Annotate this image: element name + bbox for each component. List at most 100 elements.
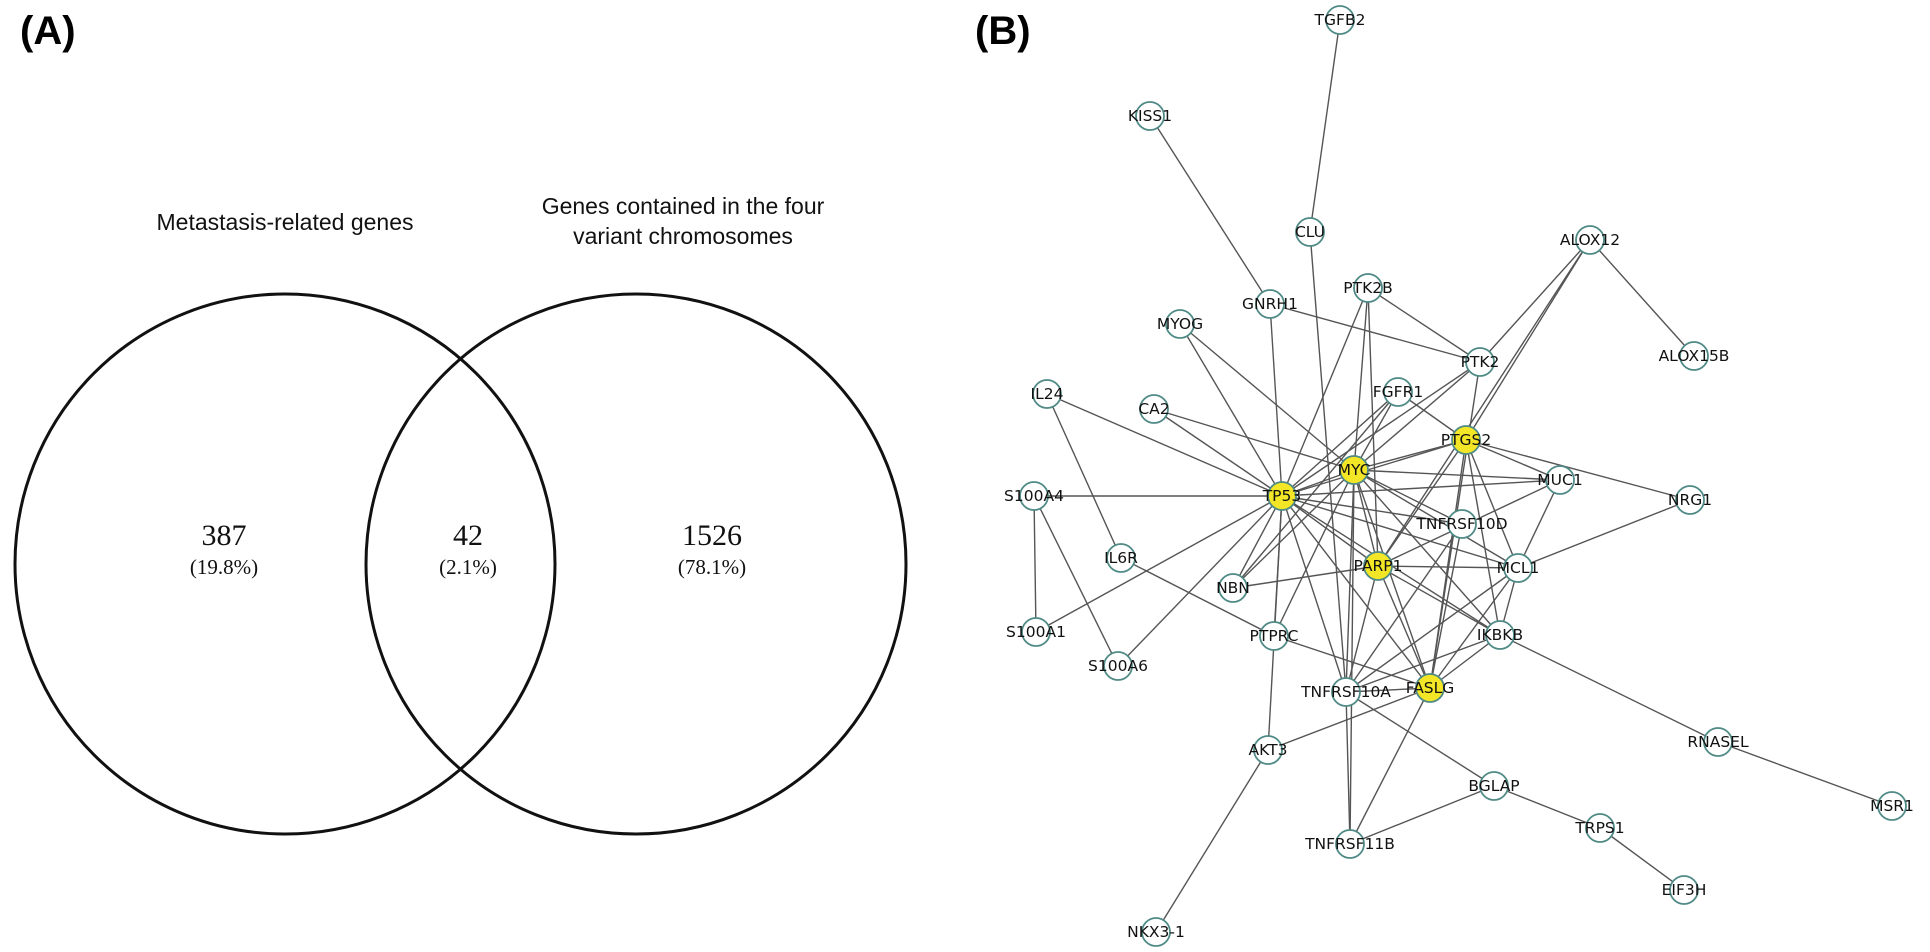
edge-myc-mcl1 bbox=[1353, 469, 1519, 569]
edge-mcl1-faslg bbox=[1429, 567, 1519, 689]
edge-tnfrsf10d-faslg bbox=[1429, 523, 1463, 689]
node-rnasel: RNASEL bbox=[1687, 727, 1749, 757]
edge-bglap-trps1 bbox=[1493, 785, 1601, 829]
node-label: TNFRSF10D bbox=[1415, 515, 1507, 533]
node-label: RNASEL bbox=[1687, 733, 1749, 751]
edge-mcl1-nrg1 bbox=[1517, 499, 1691, 569]
edge-alox12-ptk2 bbox=[1479, 239, 1591, 363]
edge-alox12-alox15b bbox=[1589, 239, 1695, 357]
edge-ptgs2-faslg bbox=[1429, 439, 1467, 689]
edge-mcl1-tnfrsf10a bbox=[1345, 567, 1519, 693]
node-ptprc: PTPRC bbox=[1250, 621, 1299, 651]
node-label: S100A4 bbox=[1004, 487, 1064, 505]
node-circle bbox=[1255, 289, 1285, 319]
node-circle bbox=[1703, 727, 1733, 757]
edge-parp1-ikbkb bbox=[1377, 565, 1501, 636]
node-circle bbox=[1135, 101, 1165, 131]
edge-tp53-s100a6 bbox=[1117, 495, 1283, 667]
edge-ikbkb-tnfrsf10a bbox=[1345, 634, 1501, 693]
edge-fgfr1-nbn bbox=[1232, 391, 1399, 589]
node-label: KISS1 bbox=[1128, 107, 1172, 125]
edge-faslg-akt3 bbox=[1267, 687, 1431, 751]
edge-tp53-s100a1 bbox=[1035, 495, 1283, 633]
edge-ikbkb-rnasel bbox=[1499, 634, 1719, 743]
node-ptk2: PTK2 bbox=[1461, 347, 1499, 377]
edge-ptgs2-nrg1 bbox=[1465, 439, 1691, 501]
node-tnfrsf11b: TNFRSF11B bbox=[1304, 829, 1395, 859]
node-msr1: MSR1 bbox=[1870, 791, 1914, 821]
edge-tp53-faslg bbox=[1281, 495, 1431, 689]
node-circle bbox=[1451, 425, 1481, 455]
node-label: MCL1 bbox=[1497, 559, 1540, 577]
node-faslg: FASLG bbox=[1406, 673, 1454, 703]
node-tgfb2: TGFB2 bbox=[1314, 5, 1365, 35]
node-parp1: PARP1 bbox=[1354, 551, 1402, 581]
node-label: MUC1 bbox=[1537, 471, 1582, 489]
node-circle bbox=[1363, 551, 1393, 581]
edge-il24-il6r bbox=[1046, 393, 1122, 559]
edge-ptgs2-ikbkb bbox=[1465, 439, 1501, 636]
edge-gnrh1-tp53 bbox=[1269, 303, 1283, 497]
edge-ptgs2-muc1 bbox=[1465, 439, 1561, 481]
edge-tp53-tnfrsf10d bbox=[1281, 495, 1463, 525]
node-label: TNFRSF11B bbox=[1304, 835, 1395, 853]
edge-ptgs2-mcl1 bbox=[1465, 439, 1519, 569]
node-label: TP53 bbox=[1262, 487, 1302, 505]
node-il24: IL24 bbox=[1031, 379, 1063, 409]
node-circle bbox=[1485, 620, 1515, 650]
right-set-title-line2: variant chromosomes bbox=[573, 223, 793, 249]
node-label: IL6R bbox=[1104, 549, 1138, 567]
edge-s100a4-s100a1 bbox=[1033, 495, 1037, 633]
node-nrg1: NRG1 bbox=[1668, 485, 1712, 515]
node-circle bbox=[1021, 617, 1051, 647]
node-label: ALOX15B bbox=[1659, 347, 1730, 365]
node-s100a6: S100A6 bbox=[1088, 651, 1148, 681]
node-circle bbox=[1503, 553, 1533, 583]
node-label: MSR1 bbox=[1870, 797, 1914, 815]
node-label: S100A6 bbox=[1088, 657, 1148, 675]
node-label: MYC bbox=[1338, 461, 1371, 479]
node-eif3h: EIF3H bbox=[1662, 875, 1706, 905]
edge-ptk2b-ptk2 bbox=[1367, 287, 1481, 363]
node-label: PTK2B bbox=[1343, 279, 1392, 297]
right-set-circle bbox=[364, 292, 908, 836]
edge-tnfrsf10a-tnfrsf11b bbox=[1345, 691, 1351, 845]
node-ikbkb: IKBKB bbox=[1477, 620, 1523, 650]
panel-a-label: (A) bbox=[20, 9, 76, 53]
edge-s100a4-s100a6 bbox=[1033, 495, 1119, 667]
edge-alox12-parp1 bbox=[1377, 239, 1591, 567]
edge-tp53-parp1 bbox=[1281, 495, 1379, 567]
node-nkx3-1: NKX3-1 bbox=[1127, 917, 1185, 947]
edge-myc-tnfrsf10d bbox=[1353, 469, 1463, 525]
node-label: PTGS2 bbox=[1441, 431, 1492, 449]
node-ca2: CA2 bbox=[1138, 394, 1170, 424]
edge-parp1-nbn bbox=[1232, 565, 1379, 589]
edge-gnrh1-ptk2 bbox=[1269, 303, 1481, 363]
edge-ptprc-faslg bbox=[1273, 635, 1431, 689]
node-circle bbox=[1106, 543, 1136, 573]
edge-kiss1-gnrh1 bbox=[1149, 115, 1271, 305]
node-label: MYOG bbox=[1157, 315, 1203, 333]
left-set-title: Metastasis-related genes bbox=[157, 209, 414, 235]
node-circle bbox=[1165, 309, 1195, 339]
node-label: BGLAP bbox=[1468, 777, 1519, 795]
node-gnrh1: GNRH1 bbox=[1242, 289, 1298, 319]
node-label: PTPRC bbox=[1250, 627, 1299, 645]
edge-mcl1-muc1 bbox=[1517, 479, 1561, 569]
node-circle bbox=[1669, 875, 1699, 905]
edge-ptgs2-tp53 bbox=[1281, 439, 1467, 497]
edge-myc-muc1 bbox=[1353, 469, 1561, 481]
edge-il24-tp53 bbox=[1046, 393, 1283, 497]
node-label: TRPS1 bbox=[1574, 819, 1624, 837]
edge-faslg-tnfrsf11b bbox=[1349, 687, 1431, 845]
edge-myc-parp1 bbox=[1353, 469, 1379, 567]
edge-tp53-mcl1 bbox=[1281, 495, 1519, 569]
node-label: GNRH1 bbox=[1242, 295, 1298, 313]
node-nbn: NBN bbox=[1216, 573, 1250, 603]
edge-tp53-tnfrsf10a bbox=[1281, 495, 1347, 693]
node-clu: CLU bbox=[1295, 217, 1325, 247]
node-circle bbox=[1331, 677, 1361, 707]
network-edges bbox=[1033, 19, 1893, 933]
